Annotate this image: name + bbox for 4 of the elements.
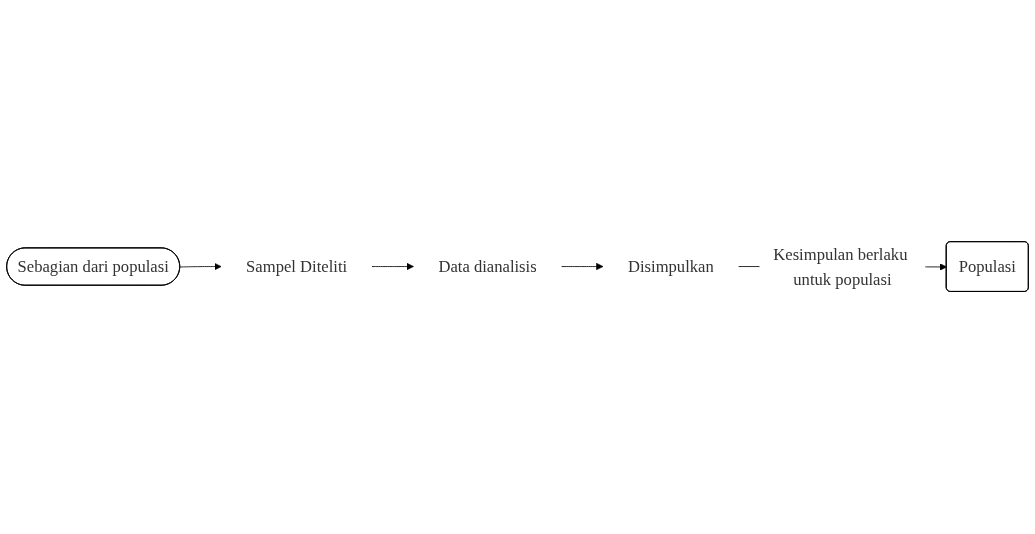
node-text: Sampel Diteliti xyxy=(246,257,348,277)
node-text: Data dianalisis xyxy=(438,257,537,277)
edge-label: Kesimpulan berlaku untuk populasi xyxy=(773,245,908,289)
node-text: Disimpulkan xyxy=(627,257,714,277)
